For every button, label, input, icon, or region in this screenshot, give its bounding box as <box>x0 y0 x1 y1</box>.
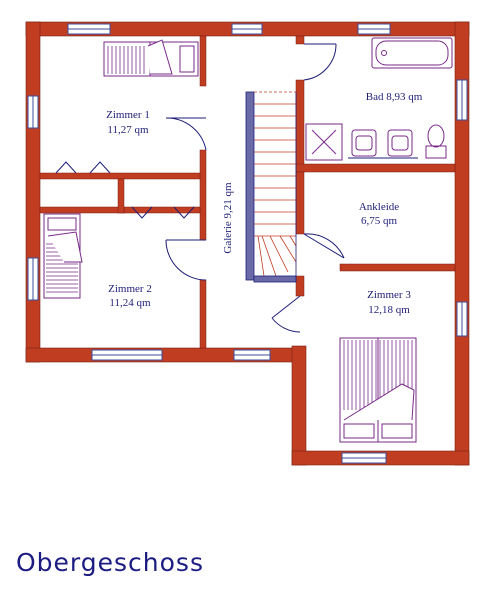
staircase <box>245 91 297 283</box>
zimmer1-name: Zimmer 1 <box>106 109 150 121</box>
wall-z1-south <box>39 172 201 180</box>
wall-ankleide-south <box>339 263 456 272</box>
pillow-left <box>343 423 375 439</box>
window-west-2 <box>27 257 39 301</box>
ankleide-name: Ankleide <box>359 201 399 213</box>
stair-treads <box>254 91 297 277</box>
window-north-2 <box>231 23 263 35</box>
room-labels: Zimmer 1 11,27 qm Zimmer 2 11,24 qm Gale… <box>106 91 423 316</box>
toilet-icon <box>425 124 447 159</box>
wall-z1-galerie-upper <box>199 35 207 87</box>
wall-bad-south <box>295 163 456 173</box>
wall-z1-galerie-lower <box>199 149 207 241</box>
zimmer3-area: 12,18 qm <box>368 304 410 316</box>
wardrobe-divider <box>117 178 125 214</box>
bad-label: Bad 8,93 qm <box>366 91 423 103</box>
bed-zimmer1 <box>103 39 199 77</box>
sink-icon-1 <box>351 129 377 157</box>
door-bad <box>303 43 337 81</box>
bathroom-fixtures <box>305 37 453 161</box>
bed-zimmer2 <box>43 213 83 299</box>
wall-bad-stub <box>295 35 305 45</box>
floor-title: Obergeschoss <box>16 548 204 577</box>
window-north-1 <box>67 23 111 35</box>
door-zimmer3 <box>271 295 301 333</box>
zimmer2-name: Zimmer 2 <box>108 283 152 295</box>
window-north-3 <box>357 23 391 35</box>
window-south-2 <box>233 349 271 361</box>
wall-z2-north-left <box>39 206 125 214</box>
interior-walls <box>39 35 456 349</box>
ankleide-area: 6,75 qm <box>361 215 398 227</box>
zimmer1-area: 11,27 qm <box>107 124 149 136</box>
pillow <box>47 217 77 231</box>
doors <box>165 43 345 333</box>
window-south-3 <box>341 452 387 464</box>
windows <box>27 23 468 464</box>
window-east-2 <box>456 301 468 337</box>
west-wall <box>25 21 41 363</box>
door-ankleide <box>303 233 345 259</box>
bed-zimmer3 <box>339 337 417 443</box>
bed-zimmer1-hatch <box>107 46 145 74</box>
door-zimmer2 <box>165 239 207 281</box>
window-south-1 <box>91 349 163 361</box>
sink-icon-2 <box>387 129 413 157</box>
zimmer3-west-wall <box>291 345 307 466</box>
bathtub-icon <box>371 37 453 69</box>
galerie-label: Galerie 9,21 qm <box>222 182 234 254</box>
door-zimmer1 <box>165 117 207 151</box>
shower-icon <box>305 123 343 161</box>
wall-z2-galerie <box>199 279 207 349</box>
window-east-1 <box>456 79 468 121</box>
pillow-right <box>381 423 413 439</box>
wardrobe-doors <box>55 161 195 219</box>
wall-bad-west <box>295 79 305 171</box>
stair-landing-rail <box>253 275 297 283</box>
zimmer3-name: Zimmer 3 <box>367 289 411 301</box>
stair-railing <box>245 91 255 281</box>
window-west-1 <box>27 95 39 129</box>
pillow <box>179 45 195 73</box>
wall-ankleide-west <box>295 171 305 235</box>
wall-z3-west-stub <box>295 275 305 297</box>
zimmer2-area: 11,24 qm <box>109 297 151 309</box>
